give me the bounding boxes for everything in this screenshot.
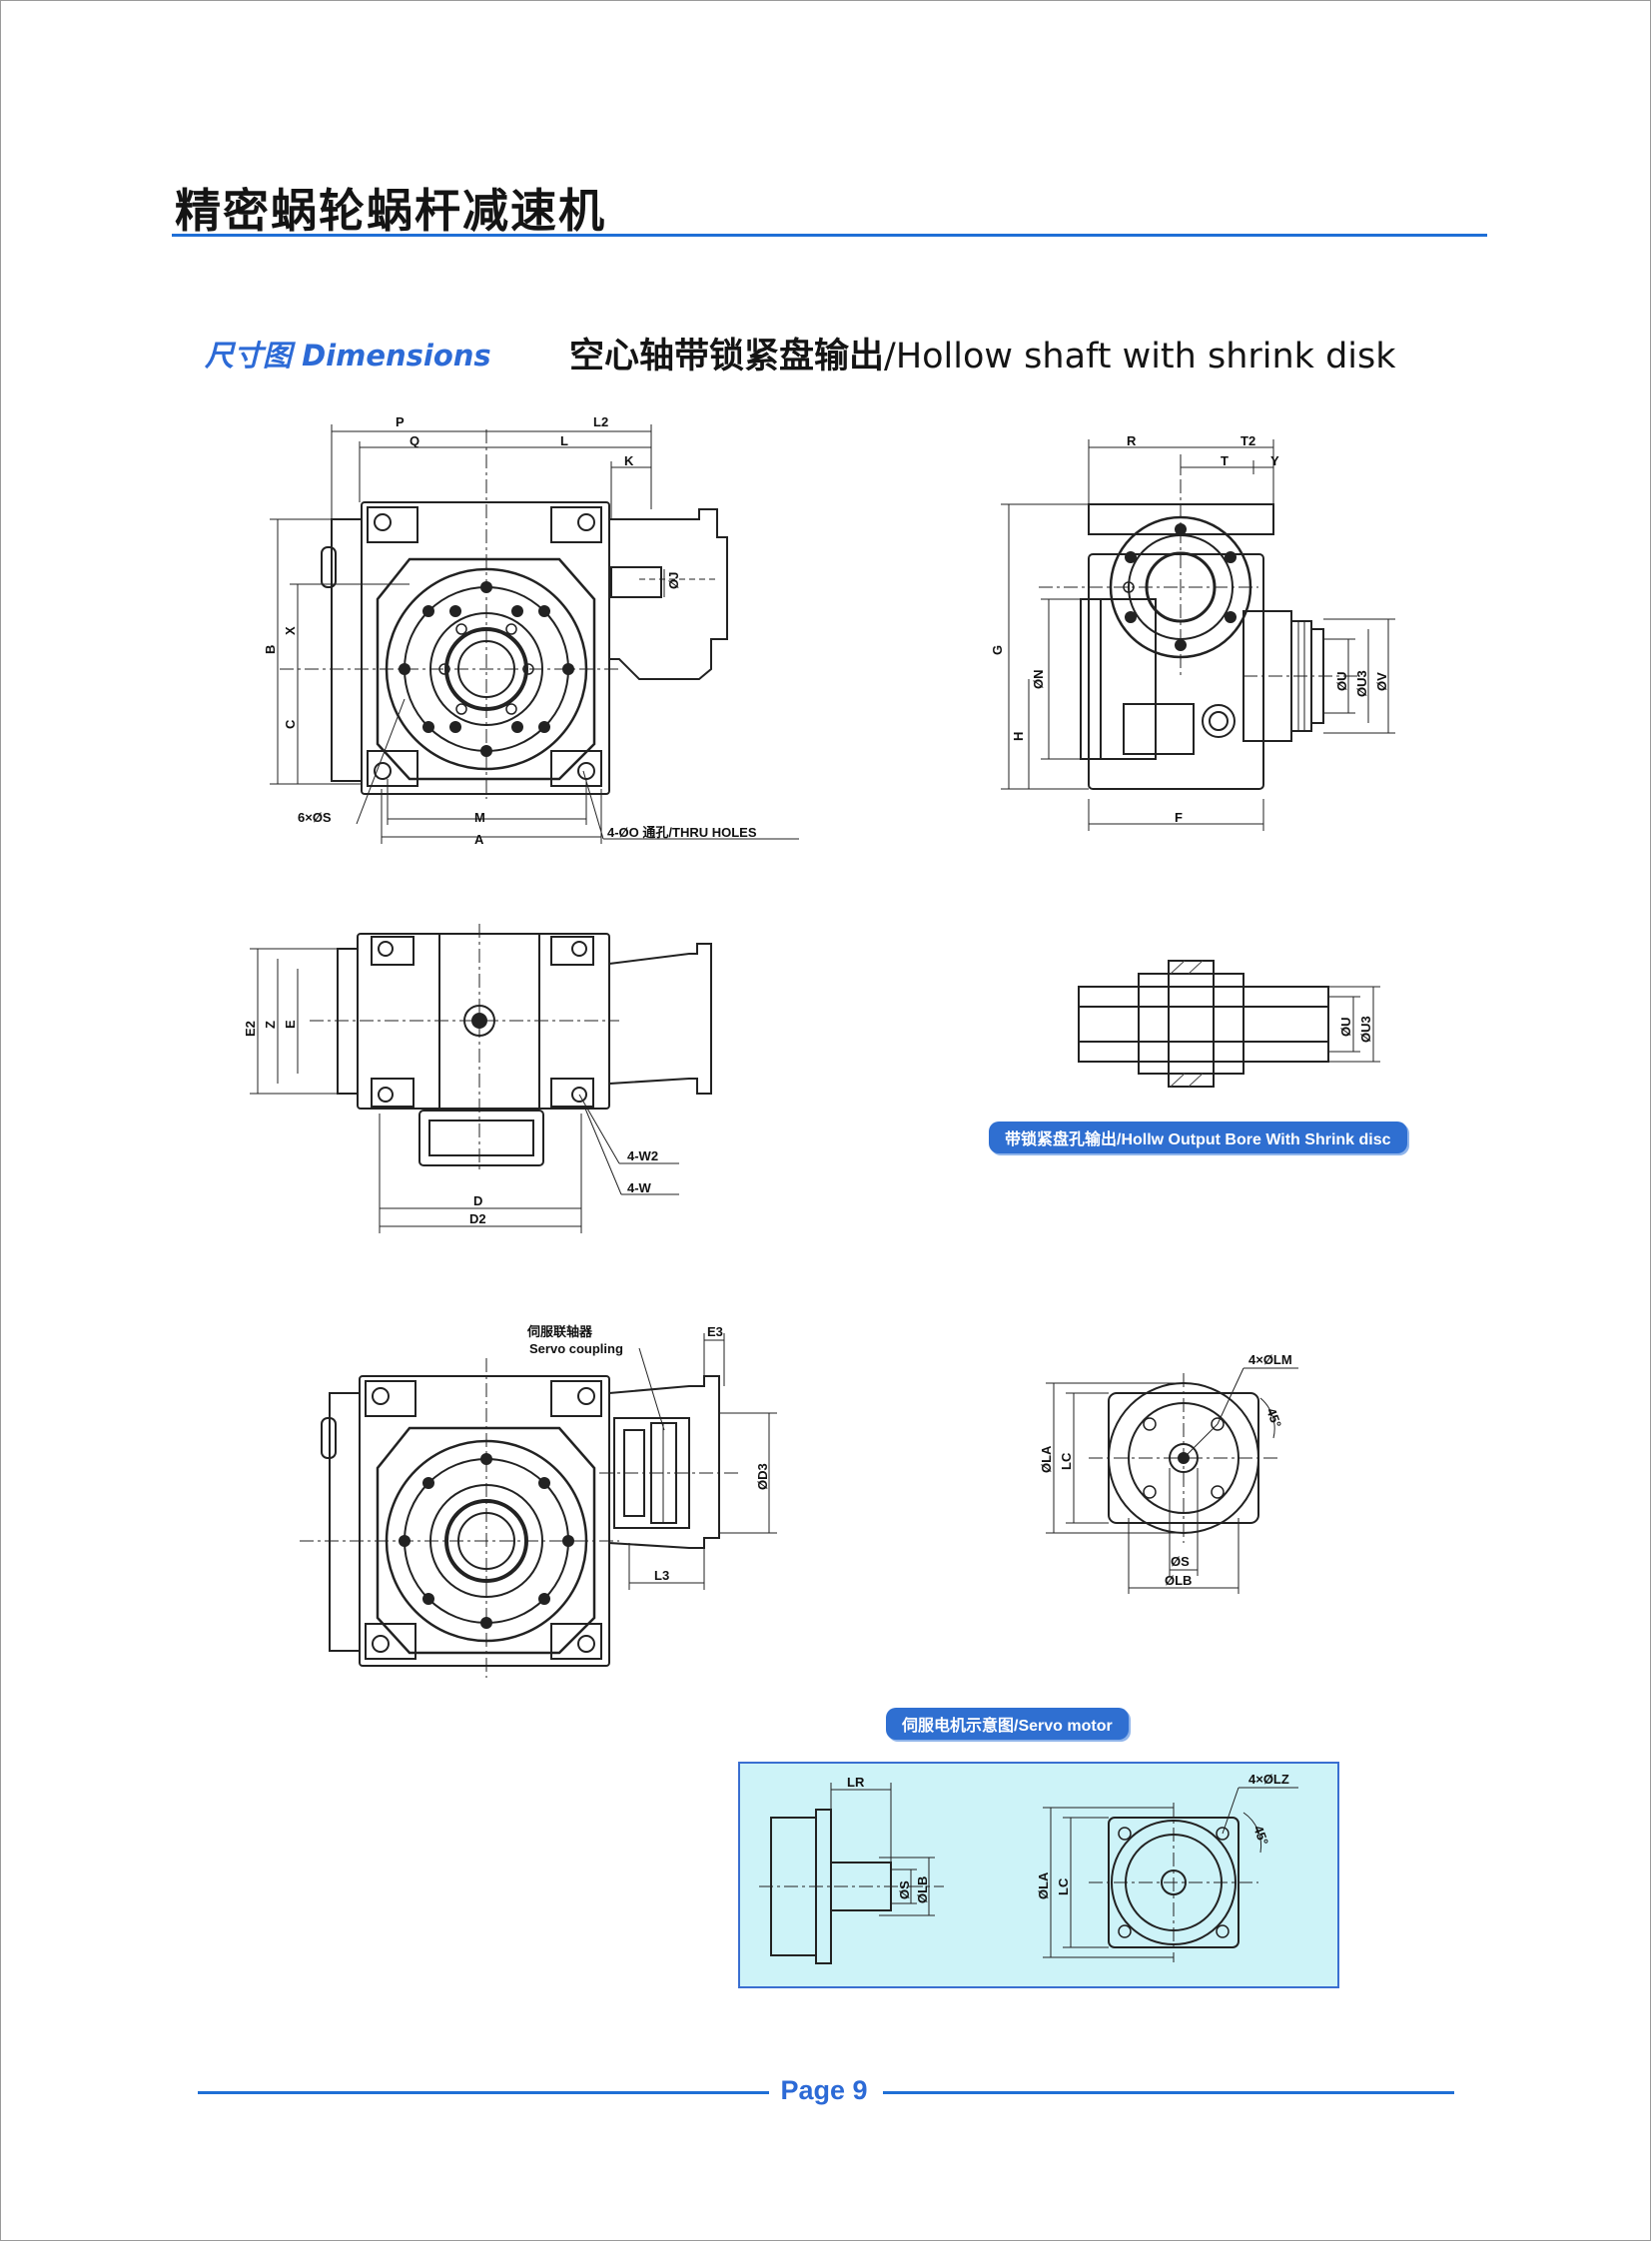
servo-coupling-en: Servo coupling xyxy=(529,1341,623,1356)
dim-r: R xyxy=(1127,433,1137,448)
footer-rule-right xyxy=(883,2091,1454,2094)
dim-t: T xyxy=(1221,453,1229,468)
page-number: Page 9 xyxy=(780,2075,868,2105)
dim-l2: L2 xyxy=(593,414,608,429)
dim-ola: ØLA xyxy=(1039,1445,1054,1473)
dim-c: C xyxy=(283,719,298,729)
dim-l: L xyxy=(560,433,568,448)
dim-p: P xyxy=(396,414,405,429)
footer-rule-left xyxy=(198,2091,769,2094)
section-title-sep: / xyxy=(884,337,896,376)
dim-e2: E2 xyxy=(243,1021,258,1037)
dim-motor-45: 45° xyxy=(1250,1824,1271,1848)
dim-4w2: 4-W2 xyxy=(627,1148,658,1163)
dim-flange-45: 45° xyxy=(1263,1406,1284,1430)
dim-ou3: ØU3 xyxy=(1354,670,1369,697)
side-view xyxy=(1001,439,1395,831)
dim-4lm: 4×ØLM xyxy=(1248,1352,1292,1367)
servo-motor-panel xyxy=(738,1762,1339,1988)
section-title-cn: 空心轴带锁紧盘输出 xyxy=(569,337,885,376)
dim-a: A xyxy=(474,832,484,847)
front-view xyxy=(270,424,799,844)
dim-k: K xyxy=(624,453,634,468)
section-title: 空心轴带锁紧盘输出/Hollow shaft with shrink disk xyxy=(569,328,1396,378)
dim-lr: LR xyxy=(847,1775,865,1790)
dim-l3: L3 xyxy=(654,1568,669,1583)
servo-adapter-view xyxy=(300,1333,777,1678)
dim-e3: E3 xyxy=(707,1324,723,1339)
flange-view xyxy=(1046,1367,1298,1594)
dim-ov: ØV xyxy=(1374,672,1389,691)
dim-flange-os: ØS xyxy=(1171,1554,1190,1569)
servo-coupling-cn: 伺服联轴器 xyxy=(526,1324,593,1339)
page-title: 精密蜗轮蜗杆减速机 xyxy=(175,184,606,238)
dim-d: D xyxy=(473,1193,482,1208)
dim-q: Q xyxy=(410,433,419,448)
title-rule xyxy=(172,234,1487,237)
dim-on: ØN xyxy=(1031,670,1046,690)
dim-y: Y xyxy=(1270,453,1279,468)
dim-lc: LC xyxy=(1059,1452,1074,1470)
dim-6s: 6×ØS xyxy=(298,810,332,825)
section-label: 尺寸图 Dimensions xyxy=(205,339,491,373)
dim-f: F xyxy=(1175,810,1183,825)
bore-view xyxy=(1078,960,1380,1088)
dim-4lz: 4×ØLZ xyxy=(1248,1772,1289,1787)
dim-b: B xyxy=(263,645,278,654)
dim-e: E xyxy=(283,1020,298,1029)
dim-x: X xyxy=(283,626,298,635)
dim-t2: T2 xyxy=(1240,433,1255,448)
dim-holes: 4-ØO 通孔/THRU HOLES xyxy=(607,825,757,840)
dim-m: M xyxy=(474,810,485,825)
section-title-en: Hollow shaft with shrink disk xyxy=(895,337,1396,376)
dim-motor-olb: ØLB xyxy=(915,1876,930,1903)
dim-4w: 4-W xyxy=(627,1180,652,1195)
dim-bore-ou: ØU xyxy=(1338,1018,1353,1038)
dim-bore-ou3: ØU3 xyxy=(1358,1016,1373,1043)
dim-g: G xyxy=(990,645,1005,655)
top-view xyxy=(250,924,712,1233)
dim-od3: ØD3 xyxy=(755,1463,770,1490)
dim-motor-lc: LC xyxy=(1056,1877,1071,1895)
bore-caption: 带锁紧盘孔输出/Hollw Output Bore With Shrink di… xyxy=(989,1121,1407,1153)
dim-oj: ØJ xyxy=(666,572,681,589)
dim-d2: D2 xyxy=(469,1211,486,1226)
dim-olb: ØLB xyxy=(1165,1573,1192,1588)
dim-h: H xyxy=(1011,732,1026,741)
servo-motor-caption: 伺服电机示意图/Servo motor xyxy=(886,1708,1129,1740)
dim-z: Z xyxy=(263,1021,278,1029)
dim-motor-os: ØS xyxy=(897,1880,912,1899)
dim-motor-ola: ØLA xyxy=(1036,1871,1051,1899)
dim-ou: ØU xyxy=(1334,672,1349,692)
